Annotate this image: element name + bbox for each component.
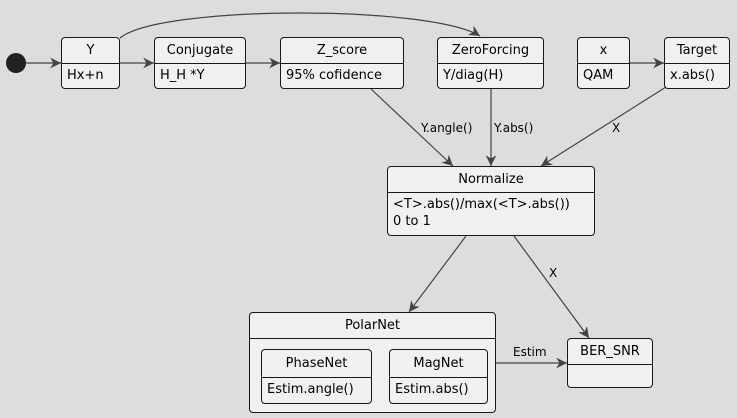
state-magnet-body: Estim.abs() [395,382,469,397]
arrow-normalize-to-ber [513,235,590,339]
state-x-title: x [578,38,629,64]
initial-state [6,53,26,73]
state-conjugate-title: Conjugate [155,38,245,64]
label-polarnet-to-ber: Estim [513,345,547,359]
label-normalize-to-ber: X [549,266,558,280]
label-target-to-normalize: X [612,121,621,135]
state-normalize-body-line-2: 0 to 1 [393,214,431,229]
state-target: Target x.abs() [664,37,730,89]
state-zeroforcing-body: Y/diag(H) [443,68,504,83]
state-y: Y Hx+n [61,37,120,89]
state-x: x QAM [577,37,630,89]
state-zeroforcing-title: ZeroForcing [438,38,543,64]
state-magnet-title: MagNet [390,350,487,378]
state-zscore-body: 95% cofidence [286,68,382,83]
state-conjugate-body: H_H *Y [160,68,205,83]
state-normalize-body-line-1: <T>.abs()/max(<T>.abs()) [393,197,570,212]
state-phasenet: PhaseNet Estim.angle() [261,349,372,404]
state-zscore-title: Z_score [281,38,403,64]
state-normalize-title: Normalize [388,167,594,193]
state-target-body: x.abs() [670,68,715,83]
state-y-body: Hx+n [67,68,104,83]
arrow-normalize-to-polarnet [408,235,467,313]
label-zeroforcing-to-normalize: Y.abs() [494,121,534,135]
state-y-title: Y [62,38,119,64]
state-magnet: MagNet Estim.abs() [389,349,488,404]
arrow-zscore-to-normalize [370,88,454,167]
state-zscore: Z_score 95% cofidence [280,37,404,89]
arrow-target-to-normalize [540,86,667,167]
arrow-y-to-zeroforcing [119,12,481,39]
state-ber-snr-title: BER_SNR [568,339,652,365]
state-zeroforcing: ZeroForcing Y/diag(H) [437,37,544,89]
state-phasenet-title: PhaseNet [262,350,371,378]
state-polarnet-title: PolarNet [250,313,495,339]
label-zscore-to-normalize: Y.angle() [421,121,473,135]
state-target-title: Target [665,38,729,64]
state-ber-snr: BER_SNR [567,338,653,388]
state-x-body: QAM [583,68,614,83]
state-conjugate: Conjugate H_H *Y [154,37,246,89]
state-phasenet-body: Estim.angle() [267,382,354,397]
state-normalize: Normalize <T>.abs()/max(<T>.abs()) 0 to … [387,166,595,236]
